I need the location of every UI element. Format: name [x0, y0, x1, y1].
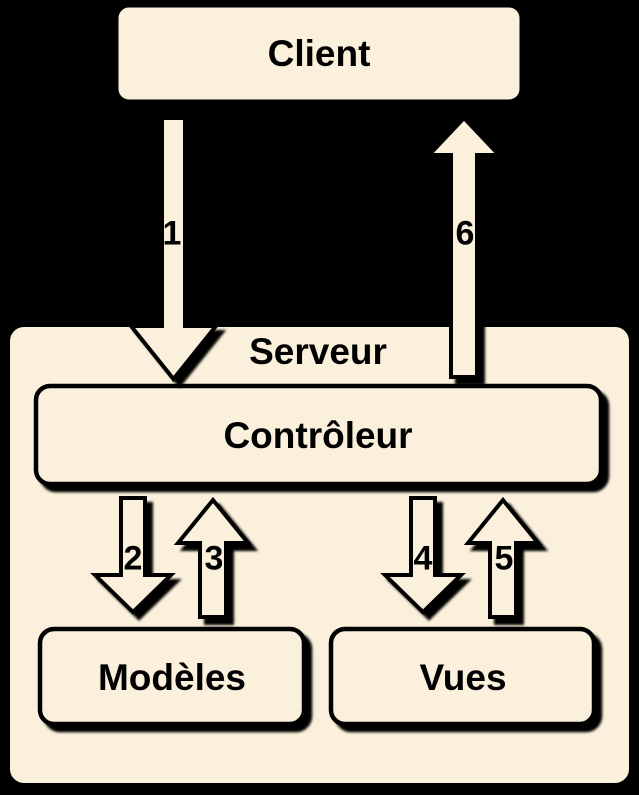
serveur-label: Serveur	[249, 331, 387, 372]
arrow-5-up-icon	[463, 496, 543, 619]
vues-label: Vues	[419, 657, 507, 698]
arrow-6-up-icon	[424, 115, 504, 379]
arrow-1-number: 1	[162, 214, 182, 253]
vues-box	[328, 626, 597, 727]
controleur-box	[33, 383, 604, 487]
arrow-1-down-icon	[126, 116, 221, 383]
client-box	[115, 4, 523, 103]
controleur-label: Contrôleur	[223, 415, 413, 456]
modeles-box	[37, 626, 307, 727]
modeles-label: Modèles	[97, 657, 247, 698]
arrow-4-down-icon	[380, 496, 466, 615]
arrow-6-number: 6	[455, 214, 475, 253]
client-label: Client	[267, 33, 371, 74]
arrow-4-number: 4	[413, 539, 433, 578]
arrow-2-number: 2	[123, 539, 143, 578]
arrow-3-number: 3	[204, 539, 224, 578]
arrow-2-down-icon	[90, 496, 176, 615]
arrow-5-number: 5	[494, 539, 514, 578]
arrow-3-up-icon	[173, 496, 253, 619]
